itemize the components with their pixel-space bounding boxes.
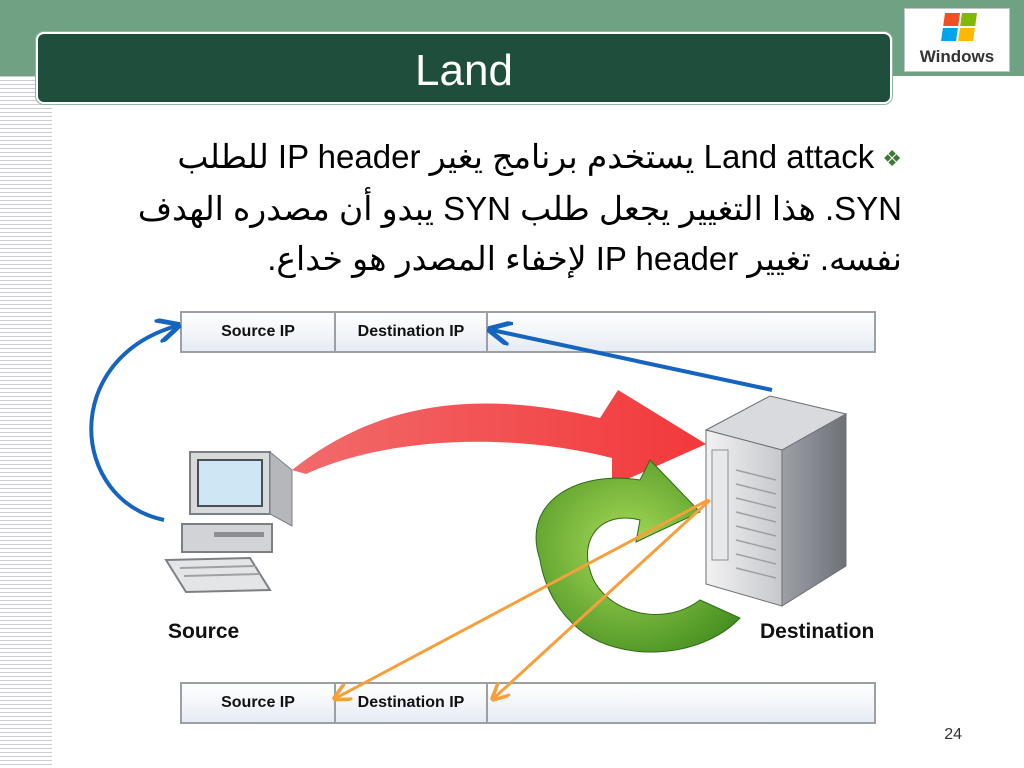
bullet-text: Land attack يستخدم برنامج يغير IP header… <box>137 138 902 278</box>
destination-label: Destination <box>760 620 875 643</box>
source-label: Source <box>168 620 240 643</box>
blue-straight-arrow <box>492 330 773 392</box>
windows-logo-icon <box>941 13 977 41</box>
windows-logo: Windows <box>904 8 1010 72</box>
title-bar: Land <box>36 32 892 104</box>
top-source-ip-cell: Source IP <box>182 313 336 351</box>
computer-icon <box>164 450 293 594</box>
bullet-item: ❖Land attack يستخدم برنامج يغير IP heade… <box>96 132 902 284</box>
slide-title: Land <box>415 46 513 95</box>
orange-arrow-to-source-ip <box>336 498 709 698</box>
page-number: 24 <box>944 726 962 743</box>
bullet-diamond-icon: ❖ <box>882 146 902 172</box>
orange-arrow-to-destination-ip <box>494 498 712 698</box>
server-icon <box>704 395 848 607</box>
bottom-destination-ip-cell: Destination IP <box>336 684 488 722</box>
logo-text: Windows <box>919 47 995 66</box>
blue-curved-arrow <box>89 326 176 522</box>
green-cycle-arrow <box>535 459 741 653</box>
ip-header-top: Source IP Destination IP <box>180 311 876 353</box>
bottom-source-ip-cell: Source IP <box>182 684 336 722</box>
ip-header-bottom: Source IP Destination IP <box>180 682 876 724</box>
red-curved-arrow <box>292 390 706 486</box>
left-stripes-decoration <box>0 76 52 768</box>
